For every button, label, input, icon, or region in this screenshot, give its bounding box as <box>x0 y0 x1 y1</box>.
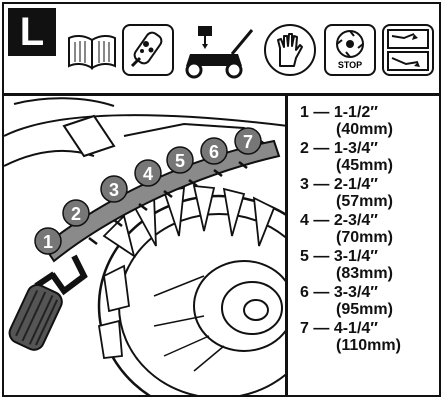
height-number: 3 <box>300 176 309 193</box>
height-number: 2 <box>300 140 309 157</box>
position-marker-6: 6 <box>200 137 228 165</box>
height-mm: (57mm) <box>336 193 393 210</box>
height-item: 4 — 2-3/4″ (70mm) <box>300 212 440 246</box>
position-number: 2 <box>71 204 81 224</box>
gloves-icon <box>264 24 316 76</box>
blade-stop-icon: STOP <box>324 24 376 76</box>
position-marker-4: 4 <box>134 159 162 187</box>
height-inches: 4-1/4″ <box>333 320 378 337</box>
height-inches: 1-1/2″ <box>333 104 378 121</box>
icon-strip: STOP <box>66 24 436 90</box>
panel-header: L <box>4 4 439 96</box>
separator: — <box>313 320 330 337</box>
height-adjust-illustration: 1 2 3 4 5 6 7 <box>4 96 288 395</box>
remote-key-icon <box>122 24 174 76</box>
position-number: 3 <box>109 180 119 200</box>
position-marker-1: 1 <box>34 227 62 255</box>
read-manual-icon <box>66 32 118 72</box>
position-marker-3: 3 <box>100 175 128 203</box>
position-marker-5: 5 <box>166 146 194 174</box>
disconnect-icon <box>382 24 434 76</box>
position-marker-7: 7 <box>234 127 262 155</box>
height-item: 5 — 3-1/4″ (83mm) <box>300 248 440 282</box>
position-number: 1 <box>43 232 53 252</box>
height-item: 6 — 3-3/4″ (95mm) <box>300 284 440 318</box>
separator: — <box>313 140 330 157</box>
height-mm: (40mm) <box>336 121 393 138</box>
height-item: 7 — 4-1/4″ (110mm) <box>300 320 440 354</box>
height-item: 3 — 2-1/4″ (57mm) <box>300 176 440 210</box>
stop-label: STOP <box>337 60 363 70</box>
separator: — <box>313 284 330 301</box>
height-item: 2 — 1-3/4″ (45mm) <box>300 140 440 174</box>
height-number: 7 <box>300 320 309 337</box>
separator: — <box>313 212 330 229</box>
separator: — <box>313 176 330 193</box>
position-number: 7 <box>243 132 253 152</box>
height-item: 1 — 1-1/2″ (40mm) <box>300 104 440 138</box>
position-number: 6 <box>209 142 219 162</box>
position-number: 5 <box>175 151 185 171</box>
position-number: 4 <box>143 164 153 184</box>
separator: — <box>313 104 330 121</box>
height-inches: 3-3/4″ <box>333 284 378 301</box>
height-inches: 3-1/4″ <box>333 248 378 265</box>
cutting-height-list: 1 — 1-1/2″ (40mm) 2 — 1-3/4″ (45mm) 3 — … <box>300 104 440 356</box>
instruction-panel: L <box>2 2 441 397</box>
separator: — <box>313 248 330 265</box>
height-inches: 2-1/4″ <box>333 176 378 193</box>
height-number: 6 <box>300 284 309 301</box>
height-mm: (70mm) <box>336 229 393 246</box>
mower-height-adjust-icon <box>182 24 258 80</box>
height-number: 5 <box>300 248 309 265</box>
height-mm: (95mm) <box>336 301 393 318</box>
height-number: 4 <box>300 212 309 229</box>
height-number: 1 <box>300 104 309 121</box>
height-mm: (110mm) <box>336 337 401 354</box>
height-mm: (83mm) <box>336 265 393 282</box>
height-inches: 2-3/4″ <box>333 212 378 229</box>
height-mm: (45mm) <box>336 157 393 174</box>
section-badge: L <box>8 8 56 56</box>
height-inches: 1-3/4″ <box>333 140 378 157</box>
position-marker-2: 2 <box>62 199 90 227</box>
